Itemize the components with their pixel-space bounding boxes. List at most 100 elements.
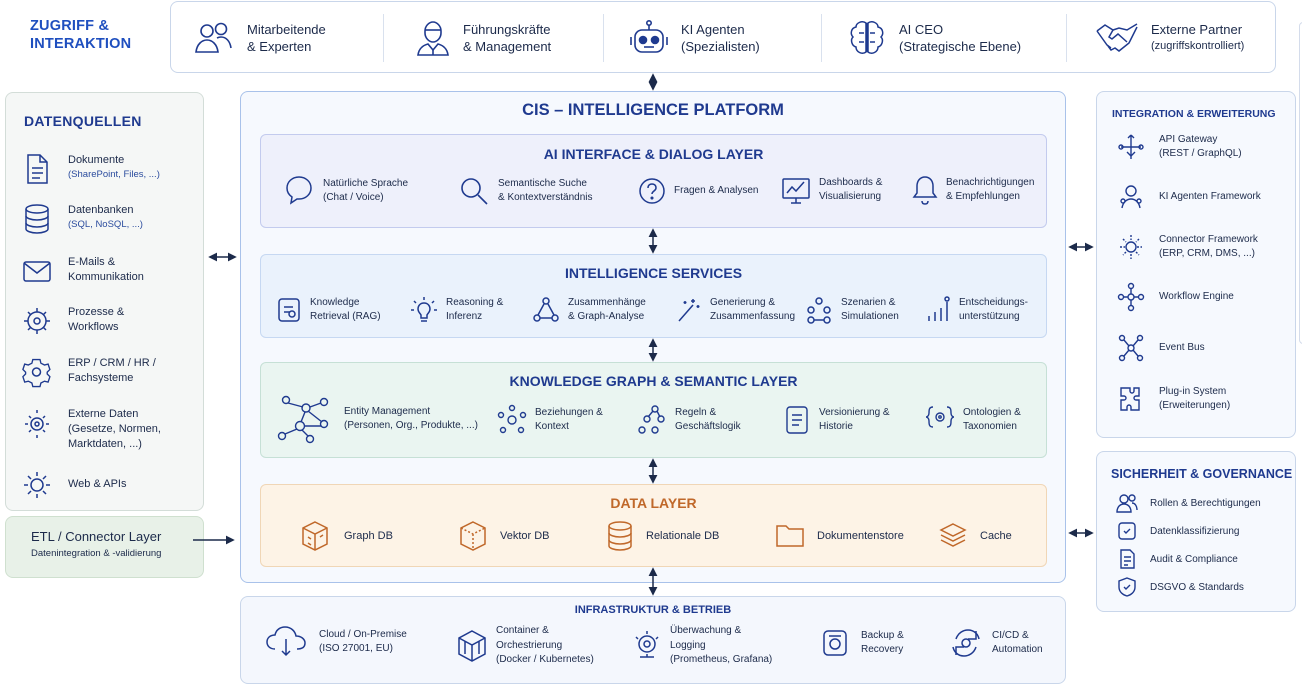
source-databases[interactable]: Datenbanken (SQL, NoSQL, ...) [22, 203, 143, 235]
api-gateway-icon [1117, 132, 1145, 162]
actor-partners[interactable]: Externe Partner (zugriffskontrolliert) [1095, 2, 1244, 74]
feature-dashboards[interactable]: Dashboards &Visualisierung [781, 174, 882, 206]
integration-workflow-engine[interactable]: Workflow Engine [1117, 282, 1234, 312]
actor-employees-label: Mitarbeitende & Experten [247, 21, 326, 55]
feature-text: CI/CD &Automation [990, 629, 1043, 658]
actor-line2: (Spezialisten) [681, 39, 760, 54]
service-reasoning[interactable]: Reasoning &Inferenz [410, 295, 503, 325]
feature-label: Backup & [861, 629, 904, 641]
feature-label: Szenarien & [841, 296, 896, 308]
data-relational-db[interactable]: Relationale DB [606, 520, 719, 552]
infra-backup[interactable]: Backup & Recovery [821, 627, 904, 659]
data-document-store[interactable]: Dokumentenstore [775, 520, 904, 552]
feature-label: Vektor DB [500, 529, 550, 542]
kg-entity-management[interactable]: Entity Management(Personen, Org., Produk… [276, 394, 478, 444]
workflow-icon [1117, 282, 1145, 312]
feature-natural-language[interactable]: Natürliche Sprache(Chat / Voice) [283, 174, 408, 208]
integration-label: API Gateway [1159, 134, 1218, 145]
source-external-data[interactable]: Externe Daten (Gesetze, Normen, Marktdat… [22, 407, 161, 452]
feature-detail: unterstützung [959, 311, 1020, 322]
infra-container[interactable]: Container &Orchestrierung(Docker / Kuber… [456, 624, 594, 668]
search-icon [458, 174, 490, 208]
actor-line1: Mitarbeitende [247, 22, 326, 37]
feature-detail: Recovery [861, 644, 904, 655]
divider [821, 14, 822, 62]
service-generation[interactable]: Generierung &Zusammenfassung [676, 295, 795, 325]
feature-detail: Automation [992, 644, 1043, 655]
infra-cloud[interactable]: Cloud / On-Premise(ISO 27001, EU) [265, 625, 407, 659]
feature-detail: Logging [670, 639, 706, 651]
integration-connector-framework[interactable]: Connector Framework(ERP, CRM, DMS, ...) [1117, 232, 1258, 262]
source-erp-crm-hr[interactable]: ERP / CRM / HR / Fachsysteme [22, 356, 156, 388]
feature-detail-2: (Prometheus, Grafana) [670, 654, 773, 665]
source-processes[interactable]: Prozesse & Workflows [22, 305, 124, 337]
integration-agent-framework[interactable]: KI Agenten Framework [1117, 182, 1261, 212]
source-label: Datenbanken [68, 204, 134, 216]
infra-monitoring[interactable]: Überwachung & Logging (Prometheus, Grafana… [632, 624, 772, 668]
feature-detail: Simulationen [841, 311, 899, 322]
integration-plugin-system[interactable]: Plug-in System(Erweiterungen) [1117, 384, 1230, 414]
integration-label: KI Agenten Framework [1159, 191, 1261, 202]
service-graph-analysis[interactable]: Zusammenhänge& Graph-Analyse [532, 295, 646, 325]
security-gdpr[interactable]: DSGVO & Standards [1116, 576, 1244, 598]
cloud-icon [265, 625, 307, 659]
security-roles[interactable]: Rollen & Berechtigungen [1116, 492, 1261, 514]
source-emails[interactable]: E-Mails & Kommunikation [22, 255, 144, 287]
integration-text: Event Bus [1159, 341, 1205, 355]
manager-icon [415, 19, 451, 57]
integration-text: Workflow Engine [1159, 290, 1234, 304]
infra-cicd[interactable]: CI/CD &Automation [950, 627, 1043, 659]
database-icon [22, 203, 52, 235]
security-audit[interactable]: Audit & Compliance [1116, 548, 1238, 570]
feature-text: Natürliche Sprache(Chat / Voice) [323, 177, 408, 206]
security-governance-title: SICHERHEIT & GOVERNANCE [1111, 467, 1293, 481]
actor-employees[interactable]: Mitarbeitende & Experten [193, 2, 326, 74]
source-web-apis[interactable]: Web & APIs [22, 470, 127, 500]
actor-line2: & Experten [247, 39, 312, 54]
handshake-icon [1095, 19, 1139, 57]
wand-icon [676, 295, 702, 325]
feature-semantic-search[interactable]: Semantische Suche& Kontextverständnis [458, 174, 593, 208]
etl-connector-panel[interactable] [5, 516, 204, 578]
feature-label: Knowledge [310, 296, 360, 308]
feature-label: Cloud / On-Premise [319, 628, 407, 640]
graph-db-icon [300, 520, 330, 552]
security-label: DSGVO & Standards [1150, 581, 1244, 593]
kg-ontologies[interactable]: Ontologien &Taxonomien [925, 404, 1021, 436]
actor-ai-agents[interactable]: KI Agenten (Spezialisten) [629, 2, 760, 74]
data-graph-db[interactable]: Graph DB [300, 520, 393, 552]
feature-text: Beziehungen &Kontext [535, 406, 603, 435]
feature-text: Dashboards &Visualisierung [819, 176, 882, 205]
web-api-icon [22, 470, 52, 500]
service-scenarios[interactable]: Szenarien & Simulationen [805, 295, 899, 325]
mail-icon [22, 255, 52, 287]
entity-graph-icon [276, 394, 336, 444]
chat-icon [283, 174, 315, 208]
source-documents[interactable]: Dokumente (SharePoint, Files, ...) [22, 153, 160, 185]
kg-relations[interactable]: Beziehungen &Kontext [497, 404, 603, 436]
kg-rules[interactable]: Regeln &Geschäftslogik [637, 404, 741, 436]
kg-versioning[interactable]: Versionierung &Historie [783, 404, 890, 436]
feature-detail: Kontext [535, 421, 569, 432]
integration-api-gateway[interactable]: API Gateway(REST / GraphQL) [1117, 132, 1242, 162]
actor-ai-ceo[interactable]: AI CEO (Strategische Ebene) [847, 2, 1021, 74]
relations-icon [497, 404, 527, 436]
integration-event-bus[interactable]: Event Bus [1117, 333, 1205, 363]
data-cache[interactable]: Cache [938, 520, 1012, 552]
data-vector-db[interactable]: Vektor DB [458, 520, 550, 552]
actor-line2: & Management [463, 39, 552, 54]
bell-icon [912, 174, 938, 206]
rules-icon [637, 404, 667, 436]
actor-managers[interactable]: Führungskräfte & Management [415, 2, 551, 74]
feature-notifications[interactable]: Benachrichtigungen& Empfehlungen [912, 174, 1034, 206]
feature-label: Semantische Suche [498, 177, 587, 189]
feature-label: Graph DB [344, 529, 393, 542]
service-decision-support[interactable]: Entscheidungs-unterstützung [925, 295, 1028, 325]
security-classification[interactable]: Datenklassifizierung [1116, 520, 1240, 542]
feature-label: Überwachung & [670, 625, 742, 636]
feature-questions-analyses[interactable]: Fragen & Analysen [638, 176, 759, 206]
container-icon [456, 629, 488, 663]
roles-icon [1116, 492, 1138, 514]
feature-detail: & Graph-Analyse [568, 311, 645, 322]
